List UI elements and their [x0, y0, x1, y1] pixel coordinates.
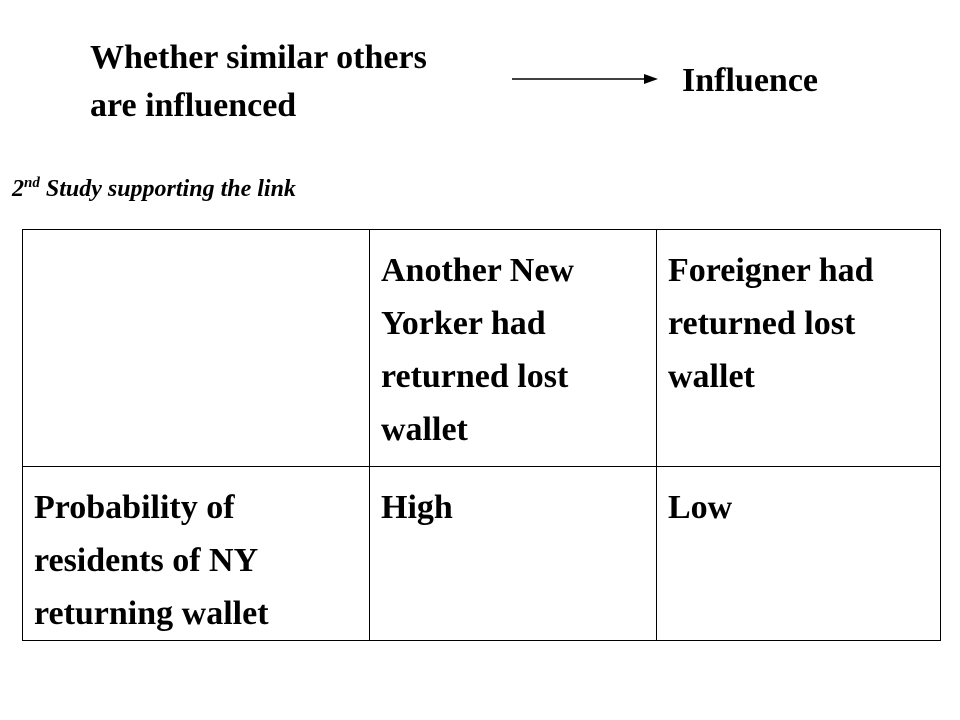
row-header-probability: Probability of residents of NY returning… [22, 466, 370, 641]
table-row: Probability of residents of NY returning… [22, 466, 941, 641]
table-corner-cell [22, 229, 370, 467]
ordinal-suffix: nd [24, 175, 40, 191]
cell-new-yorker-value: High [369, 466, 657, 641]
effect-label: Influence [682, 62, 818, 99]
arrow-icon [512, 74, 658, 84]
study-number: 2 [12, 176, 24, 202]
cause-line-1: Whether similar others [90, 39, 427, 76]
table-header-row: Another New Yorker had returned lost wal… [22, 229, 941, 467]
results-table: Another New Yorker had returned lost wal… [22, 229, 941, 641]
subtitle-text: Study supporting the link [39, 176, 296, 202]
cause-label: Whether similar others are influenced [90, 34, 520, 130]
column-header-foreigner: Foreigner had returned lost wallet [656, 229, 941, 467]
cause-line-2: are influenced [90, 87, 297, 124]
column-header-new-yorker: Another New Yorker had returned lost wal… [369, 229, 657, 467]
cell-foreigner-value: Low [656, 466, 941, 641]
slide-subtitle: 2nd Study supporting the link [12, 172, 296, 206]
